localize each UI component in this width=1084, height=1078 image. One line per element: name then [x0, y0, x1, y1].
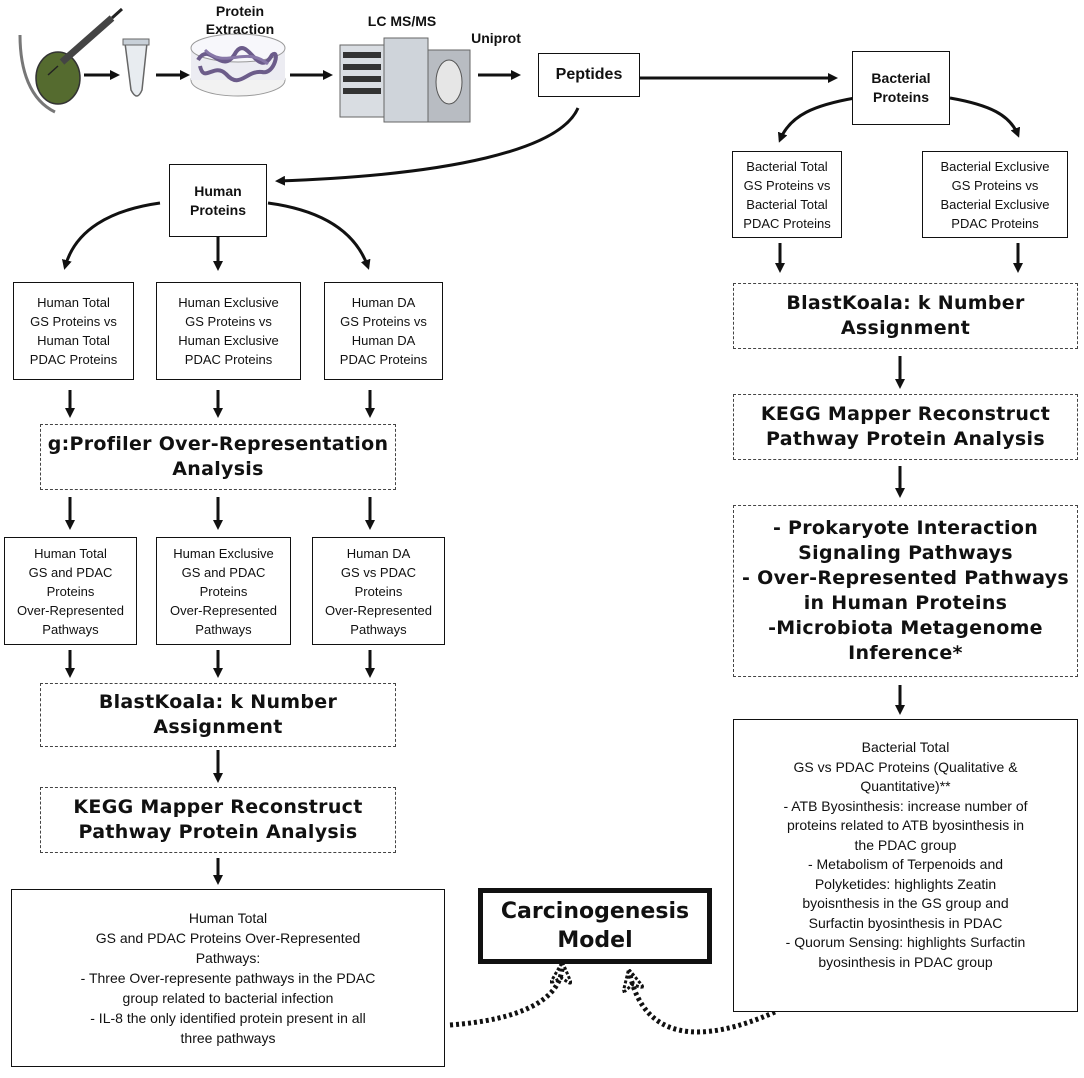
- human-kegg-label: KEGG Mapper Reconstruct Pathway Protein …: [73, 796, 363, 843]
- gprofiler-box: g:Profiler Over-Representation Analysis: [40, 424, 396, 490]
- bacterial-comparison-exclusive-label: Bacterial Exclusive GS Proteins vs Bacte…: [940, 158, 1050, 231]
- bacterial-blastkoala-box: BlastKoala: k Number Assignment: [733, 283, 1078, 349]
- human-proteins-box: Human Proteins: [169, 164, 267, 237]
- bacterial-kegg-box: KEGG Mapper Reconstruct Pathway Protein …: [733, 394, 1078, 460]
- bacterial-kegg-label: KEGG Mapper Reconstruct Pathway Protein …: [760, 403, 1051, 450]
- carcinogenesis-model-box: Carcinogenesis Model: [478, 888, 712, 964]
- human-pathways-total-label: Human Total GS and PDAC Proteins Over-Re…: [17, 545, 124, 637]
- bacterial-comparison-exclusive: Bacterial Exclusive GS Proteins vs Bacte…: [922, 151, 1068, 238]
- human-blastkoala-box: BlastKoala: k Number Assignment: [40, 683, 396, 747]
- human-pathways-exclusive-label: Human Exclusive GS and PDAC Proteins Ove…: [170, 545, 277, 637]
- protein-extraction-label: Protein Extraction: [205, 3, 275, 37]
- carcinogenesis-model-label: Carcinogenesis Model: [500, 899, 690, 953]
- bacterial-pathways-box: - Prokaryote Interaction Signaling Pathw…: [733, 505, 1078, 677]
- human-summary-box: Human Total GS and PDAC Proteins Over-Re…: [11, 889, 445, 1067]
- bacterial-proteins-label: Bacterial Proteins: [871, 70, 931, 105]
- human-pathways-total: Human Total GS and PDAC Proteins Over-Re…: [4, 537, 137, 645]
- human-pathways-exclusive: Human Exclusive GS and PDAC Proteins Ove…: [156, 537, 291, 645]
- human-comparison-total: Human Total GS Proteins vs Human Total P…: [13, 282, 134, 380]
- syringe-icon: [18, 7, 124, 114]
- human-pathways-da-label: Human DA GS vs PDAC Proteins Over-Repres…: [325, 545, 432, 637]
- bacterial-summary-text: Bacterial Total GS vs PDAC Proteins (Qua…: [783, 739, 1028, 970]
- bacterial-blastkoala-label: BlastKoala: k Number Assignment: [786, 292, 1025, 339]
- bacterial-comparison-total-label: Bacterial Total GS Proteins vs Bacterial…: [743, 158, 831, 231]
- human-summary-text: Human Total GS and PDAC Proteins Over-Re…: [80, 910, 376, 1046]
- gprofiler-label: g:Profiler Over-Representation Analysis: [47, 433, 389, 480]
- human-comparison-da-label: Human DA GS Proteins vs Human DA PDAC Pr…: [339, 295, 428, 367]
- human-kegg-box: KEGG Mapper Reconstruct Pathway Protein …: [40, 787, 396, 853]
- uniprot-label: Uniprot: [471, 30, 521, 46]
- protein-dish-icon: [190, 33, 286, 97]
- human-pathways-da: Human DA GS vs PDAC Proteins Over-Repres…: [312, 537, 445, 645]
- bacterial-proteins-box: Bacterial Proteins: [852, 51, 950, 125]
- lc-ms-label: LC MS/MS: [367, 13, 437, 29]
- peptides-label: Peptides: [555, 66, 623, 83]
- bacterial-pathways-label: - Prokaryote Interaction Signaling Pathw…: [742, 517, 1069, 664]
- human-blastkoala-label: BlastKoala: k Number Assignment: [98, 691, 338, 738]
- human-proteins-label: Human Proteins: [189, 182, 246, 218]
- human-comparison-exclusive: Human Exclusive GS Proteins vs Human Exc…: [156, 282, 301, 380]
- human-comparison-exclusive-label: Human Exclusive GS Proteins vs Human Exc…: [178, 295, 279, 367]
- human-comparison-da: Human DA GS Proteins vs Human DA PDAC Pr…: [324, 282, 443, 380]
- peptides-box: Peptides: [538, 53, 640, 97]
- bacterial-comparison-total: Bacterial Total GS Proteins vs Bacterial…: [732, 151, 842, 238]
- lc-ms-instrument-icon: [339, 37, 471, 123]
- human-comparison-total-label: Human Total GS Proteins vs Human Total P…: [29, 295, 118, 367]
- bacterial-summary-box: Bacterial Total GS vs PDAC Proteins (Qua…: [733, 719, 1078, 1012]
- tube-icon: [122, 38, 150, 97]
